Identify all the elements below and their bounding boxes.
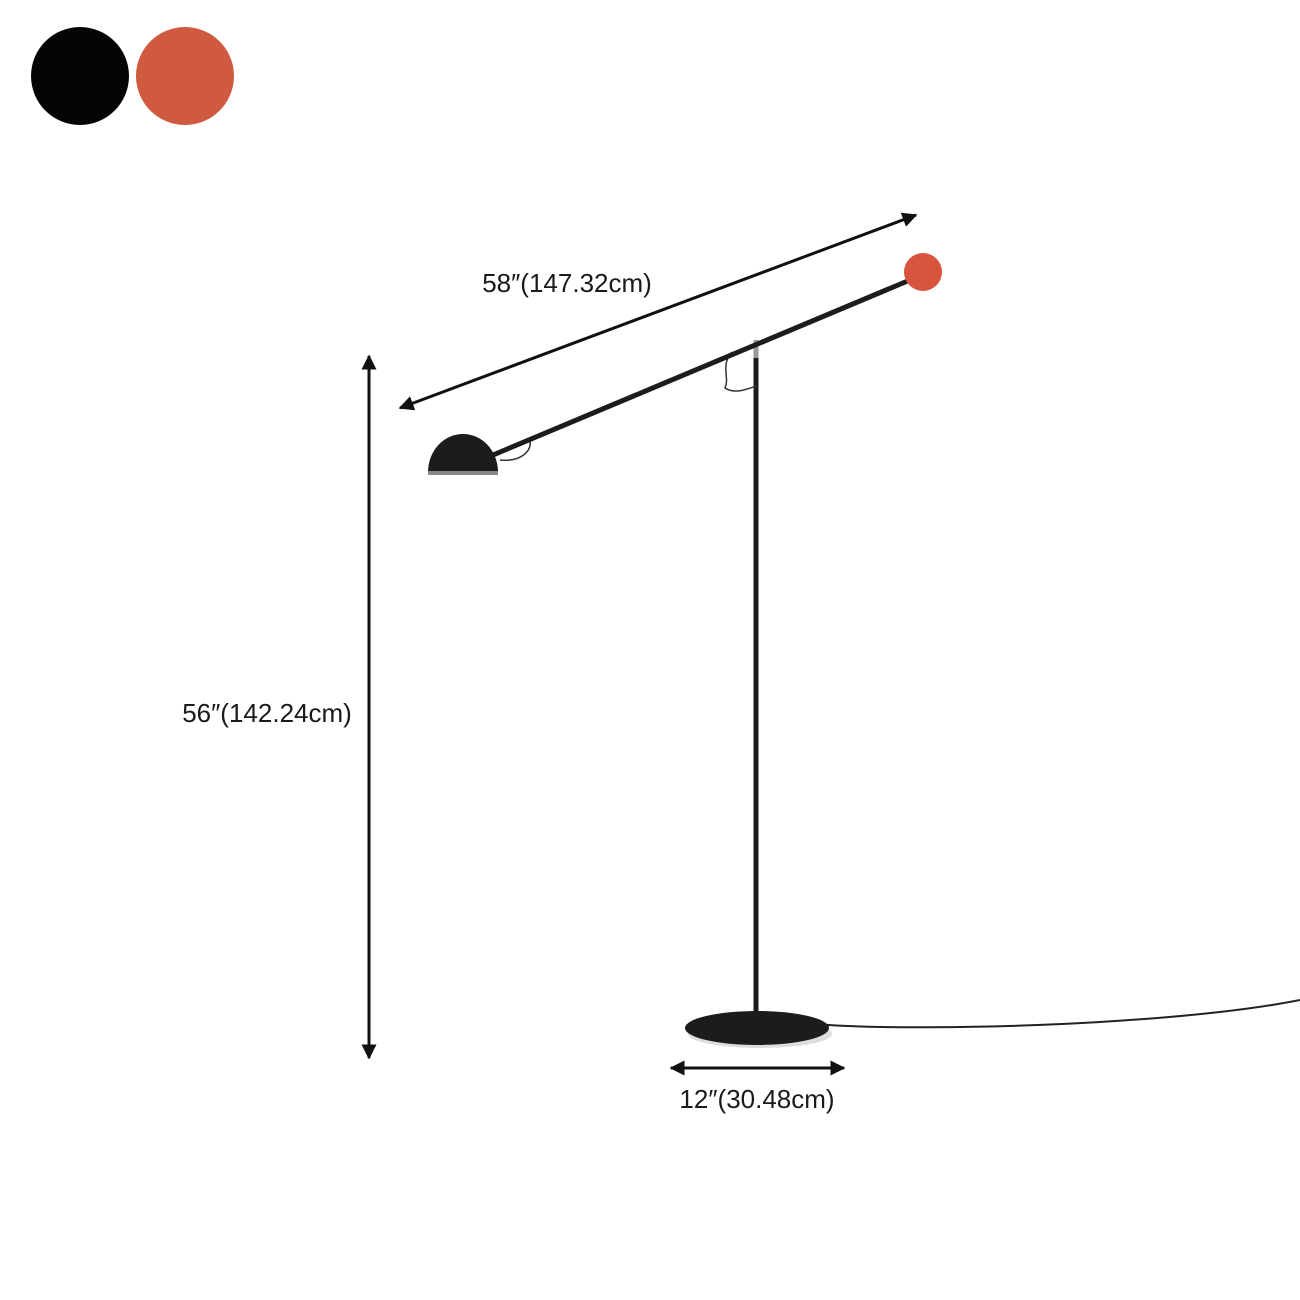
- height-label: 56″(142.24cm): [182, 698, 352, 728]
- floor-lamp: [428, 253, 1300, 1048]
- lamp-arm: [461, 277, 911, 471]
- color-swatch-orange[interactable]: [136, 27, 234, 125]
- length-arrow: [398, 212, 918, 411]
- color-swatch-black[interactable]: [31, 27, 129, 125]
- lamp-base: [685, 1011, 829, 1045]
- lamp-head: [428, 434, 498, 472]
- arm-cable: [724, 351, 757, 392]
- power-cord: [799, 999, 1300, 1029]
- head-cable: [499, 439, 531, 461]
- lamp-head-diffuser: [428, 471, 498, 475]
- counterweight: [904, 253, 942, 291]
- length-label: 58″(147.32cm): [482, 268, 652, 298]
- base-width-label: 12″(30.48cm): [679, 1084, 834, 1114]
